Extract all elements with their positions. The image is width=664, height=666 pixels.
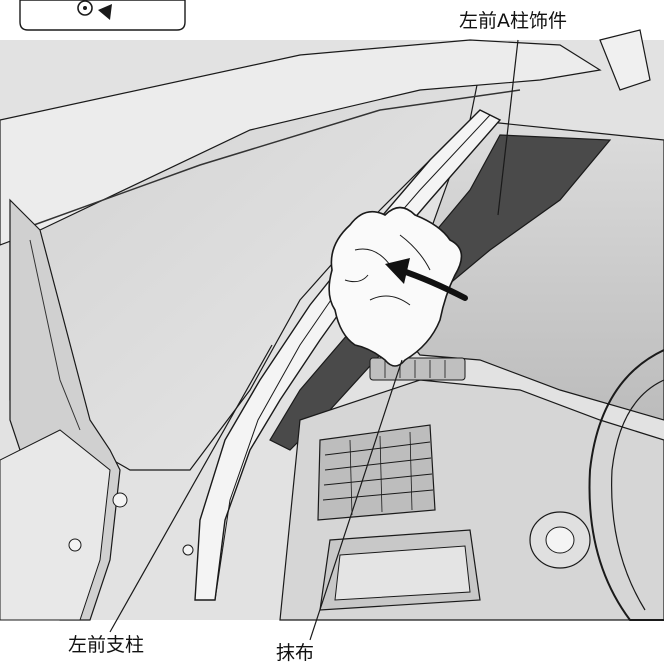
curved-arrow-icon [385, 258, 468, 301]
bolt [112, 492, 128, 508]
label-a-pillar-trim: 左前A柱饰件 [459, 10, 567, 32]
leader-front-pillar [109, 344, 273, 633]
left-body-panel [0, 429, 111, 621]
bolt [68, 538, 82, 552]
air-vent [317, 424, 436, 521]
cloth [328, 206, 463, 367]
leader-cloth [309, 359, 403, 641]
label-front-pillar: 左前支柱 [68, 634, 145, 656]
label-cloth: 抹布 [276, 642, 315, 664]
inset-box [19, 0, 186, 31]
steering-wheel [529, 349, 664, 621]
rotate-arrow-icon [77, 0, 112, 20]
defroster-vent [369, 357, 466, 381]
leader-a-pillar-trim [497, 39, 519, 216]
bolt [182, 544, 194, 556]
mirror-bracket [599, 29, 651, 91]
